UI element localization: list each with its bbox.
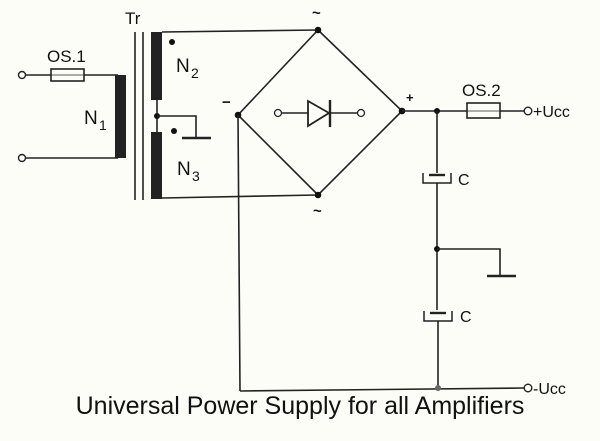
- winding-n3-subscript: 3: [192, 168, 200, 184]
- output-positive-label: +Ucc: [533, 104, 570, 121]
- wire-n3-to-bridge-bottom: [161, 194, 319, 199]
- diode-terminal-right: [356, 108, 366, 118]
- wire-negative-rail: [239, 387, 525, 392]
- wire-n2-to-bridge-top: [161, 29, 319, 33]
- bridge-minus-label: −: [222, 94, 231, 111]
- wire-bridge-minus-down: [237, 114, 241, 392]
- bridge-plus-label: +: [406, 90, 414, 105]
- bridge-node-top: [314, 26, 322, 34]
- bridge-ac-top-label: ~: [312, 5, 321, 22]
- cap-upper-label: C: [458, 172, 470, 189]
- fuse-os1-label: OS.1: [47, 47, 86, 66]
- winding-n3-label: N: [177, 159, 191, 180]
- output-negative-label: -Ucc: [533, 381, 566, 398]
- output-terminal-negative: [523, 383, 533, 393]
- wire-cap-mid-ground: [437, 248, 501, 275]
- fuse-os2: [466, 102, 501, 119]
- winding-n1-label: N: [84, 108, 98, 129]
- winding-n2-label: N: [176, 56, 190, 77]
- junction-negative-rail: [435, 385, 441, 391]
- polarity-dot-n2: [169, 39, 175, 45]
- wire-centre-tap-ground: [157, 115, 197, 137]
- winding-n1-subscript: 1: [99, 117, 107, 133]
- diode-terminal-left: [273, 108, 283, 118]
- winding-n2-subscript: 2: [191, 65, 199, 81]
- polarity-dot-n3: [171, 128, 177, 134]
- transformer-label: Tr: [125, 9, 141, 28]
- bridge-node-bottom: [314, 191, 322, 199]
- bridge-rectifier: [236, 28, 404, 197]
- diode-icon: [307, 99, 331, 128]
- bridge-ac-bottom-label: ~: [313, 203, 322, 220]
- input-terminal-bottom: [17, 153, 27, 163]
- input-terminal-top: [17, 70, 27, 80]
- cap-lower-label: C: [460, 309, 472, 326]
- diagram-caption: Universal Power Supply for all Amplifier…: [75, 392, 525, 420]
- output-terminal-positive: [523, 106, 533, 116]
- winding-n3: [151, 132, 162, 199]
- winding-n1: [115, 75, 126, 158]
- fuse-os2-label: OS.2: [462, 81, 501, 100]
- winding-n2: [151, 32, 162, 100]
